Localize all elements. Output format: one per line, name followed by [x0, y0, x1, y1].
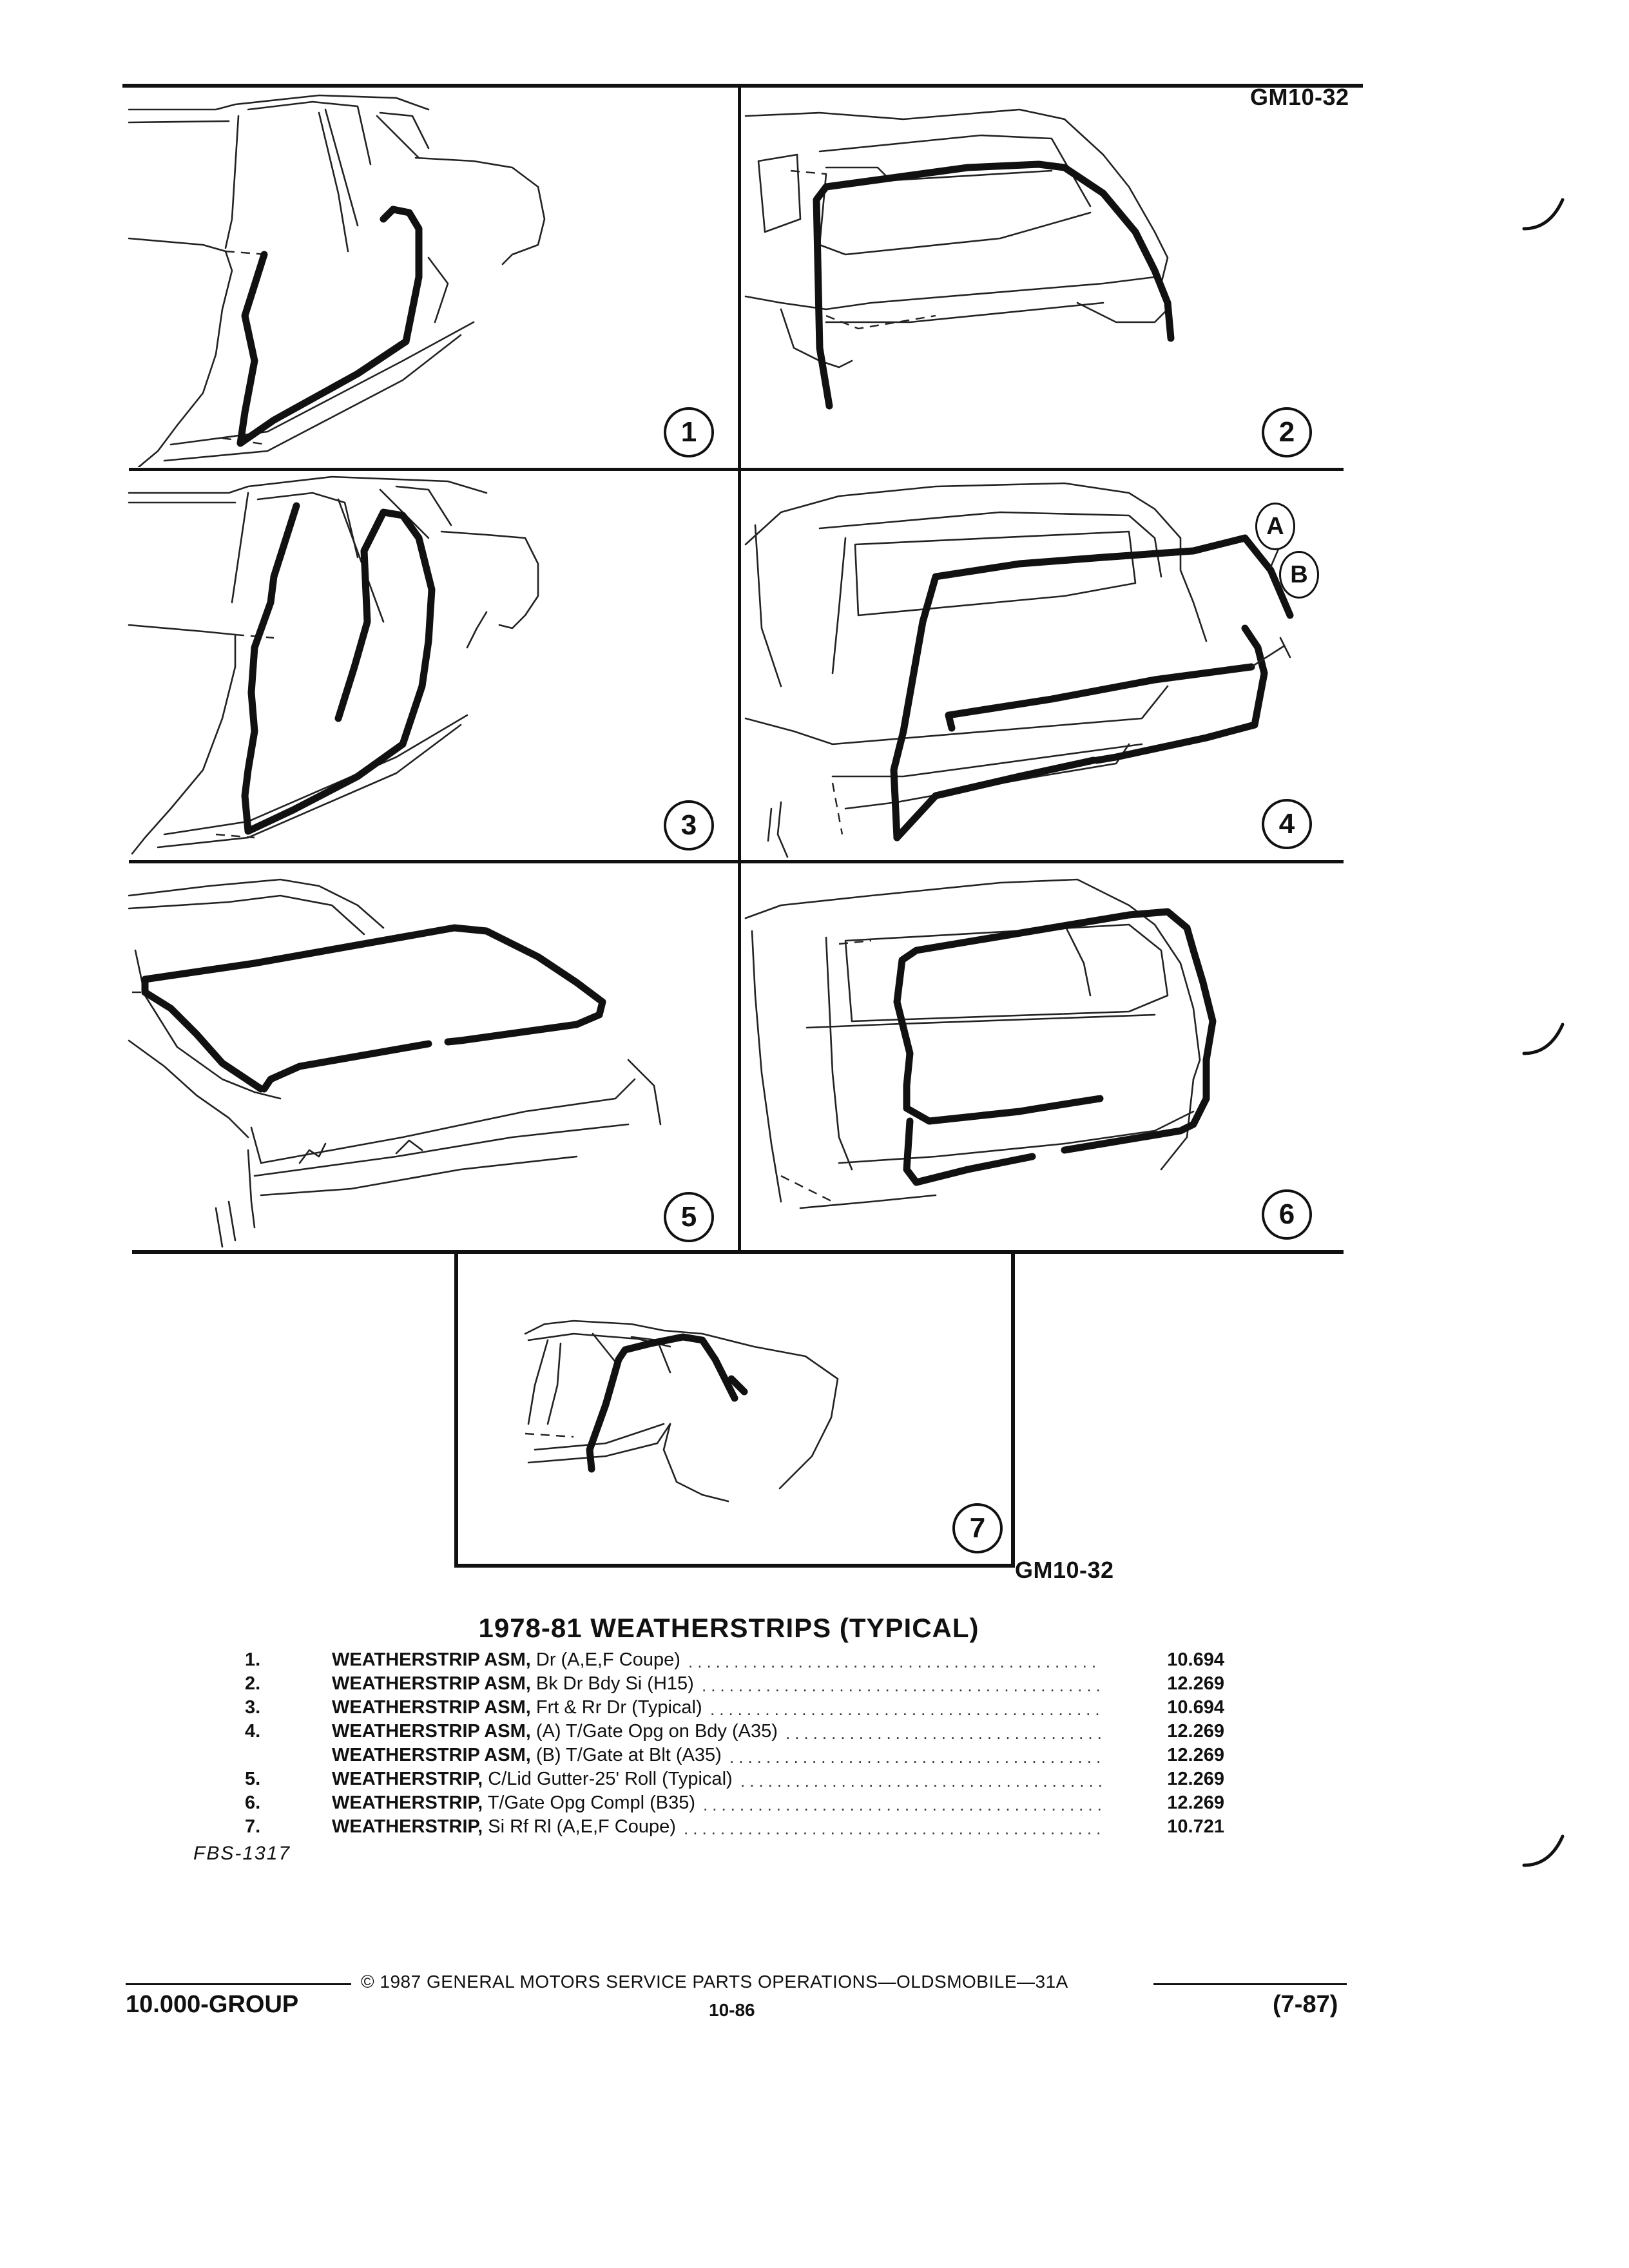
list-item: 2. WEATHERSTRIP ASM, Bk Dr Bdy Si (H15) … — [245, 1673, 1224, 1694]
item-type: WEATHERSTRIP, — [332, 1792, 483, 1813]
callout-4: 4 — [1262, 799, 1312, 849]
parts-list: 1. WEATHERSTRIP ASM, Dr (A,E,F Coupe) 10… — [245, 1649, 1237, 1856]
caption-title: 1978-81 WEATHERSTRIPS (TYPICAL) — [478, 1613, 979, 1643]
callout-7: 7 — [952, 1503, 1003, 1553]
top-rule — [122, 84, 1363, 88]
list-item: 7. WEATHERSTRIP, Si Rf Rl (A,E,F Coupe) … — [245, 1816, 1224, 1837]
copyright-line: © 1987 GENERAL MOTORS SERVICE PARTS OPER… — [361, 1972, 1068, 1992]
list-item: WEATHERSTRIP ASM, (B) T/Gate at Blt (A35… — [245, 1745, 1237, 1768]
item-type: WEATHERSTRIP ASM, — [332, 1745, 531, 1765]
callout-3: 3 — [664, 800, 714, 850]
callout-6: 6 — [1262, 1189, 1312, 1240]
item-value: 12.269 — [1167, 1792, 1224, 1813]
item-type: WEATHERSTRIP, — [332, 1816, 483, 1837]
panel-7-side-roof-rail-weatherstrip — [509, 1295, 870, 1514]
group-label: 10.000-GROUP — [126, 1991, 299, 2018]
revision-date: (7-87) — [1273, 1991, 1338, 2018]
item-desc: (A) T/Gate Opg on Bdy (A35) — [530, 1721, 778, 1742]
item-value: 12.269 — [1167, 1745, 1224, 1765]
callout-5: 5 — [664, 1192, 714, 1242]
panel-1-door-weatherstrip — [126, 90, 735, 467]
item-type: WEATHERSTRIP ASM, — [332, 1721, 531, 1742]
callout-letter-b: B — [1279, 551, 1319, 599]
item-value: 12.269 — [1167, 1769, 1224, 1789]
margin-mark-bottom — [1522, 1834, 1565, 1867]
callout-letter-a: A — [1255, 503, 1295, 550]
margin-mark-middle — [1522, 1023, 1565, 1055]
list-item: 3. WEATHERSTRIP ASM, Frt & Rr Dr (Typica… — [245, 1697, 1224, 1718]
item-desc: Bk Dr Bdy Si (H15) — [530, 1673, 694, 1694]
item-desc: Si Rf Rl (A,E,F Coupe) — [483, 1816, 676, 1837]
figure-id-top: GM10-32 — [1250, 84, 1349, 110]
row1-rule — [129, 468, 1344, 471]
item-value: 10.694 — [1167, 1649, 1224, 1670]
list-item: 6. WEATHERSTRIP, T/Gate Opg Compl (B35) … — [245, 1792, 1224, 1813]
panel-2-back-door-weatherstrip — [742, 90, 1353, 467]
item-desc: Dr (A,E,F Coupe) — [530, 1649, 680, 1670]
footer-rule-right — [1153, 1983, 1347, 1985]
figure-code: FBS-1317 — [193, 1843, 291, 1864]
item-type: WEATHERSTRIP ASM, — [332, 1673, 531, 1694]
callout-1: 1 — [664, 407, 714, 457]
item-desc: (B) T/Gate at Blt (A35) — [530, 1745, 722, 1765]
item-value: 10.721 — [1167, 1816, 1224, 1837]
item-type: WEATHERSTRIP ASM, — [332, 1649, 531, 1670]
panel-3-front-rear-door-weatherstrip — [126, 474, 735, 860]
row2-rule — [129, 860, 1344, 863]
margin-mark-top — [1522, 198, 1565, 231]
item-value: 12.269 — [1167, 1721, 1224, 1742]
list-item: 5. WEATHERSTRIP, C/Lid Gutter-25' Roll (… — [245, 1769, 1224, 1789]
panel-5-lid-gutter-weatherstrip — [126, 867, 735, 1250]
item-desc: Frt & Rr Dr (Typical) — [530, 1697, 702, 1718]
row3-rule — [132, 1250, 1344, 1254]
footer-rule-left — [126, 1983, 351, 1985]
callout-2: 2 — [1262, 407, 1312, 457]
item-desc: C/Lid Gutter-25' Roll (Typical) — [483, 1769, 733, 1789]
item-value: 10.694 — [1167, 1697, 1224, 1718]
figure-id-bottom: GM10-32 — [1015, 1557, 1114, 1583]
list-item: 1. WEATHERSTRIP ASM, Dr (A,E,F Coupe) 10… — [245, 1649, 1224, 1670]
item-type: WEATHERSTRIP ASM, — [332, 1697, 531, 1718]
item-type: WEATHERSTRIP, — [332, 1769, 483, 1789]
item-desc: T/Gate Opg Compl (B35) — [483, 1792, 696, 1813]
panel-7-frame — [454, 1250, 1015, 1568]
item-value: 12.269 — [1167, 1673, 1224, 1694]
list-item: 4. WEATHERSTRIP ASM, (A) T/Gate Opg on B… — [245, 1721, 1224, 1742]
panel-6-tailgate-opening-weatherstrip — [742, 867, 1353, 1250]
panel-4-tailgate-weatherstrip — [742, 474, 1353, 860]
center-divider — [738, 84, 741, 1250]
page-number: 10-86 — [709, 2000, 755, 2020]
